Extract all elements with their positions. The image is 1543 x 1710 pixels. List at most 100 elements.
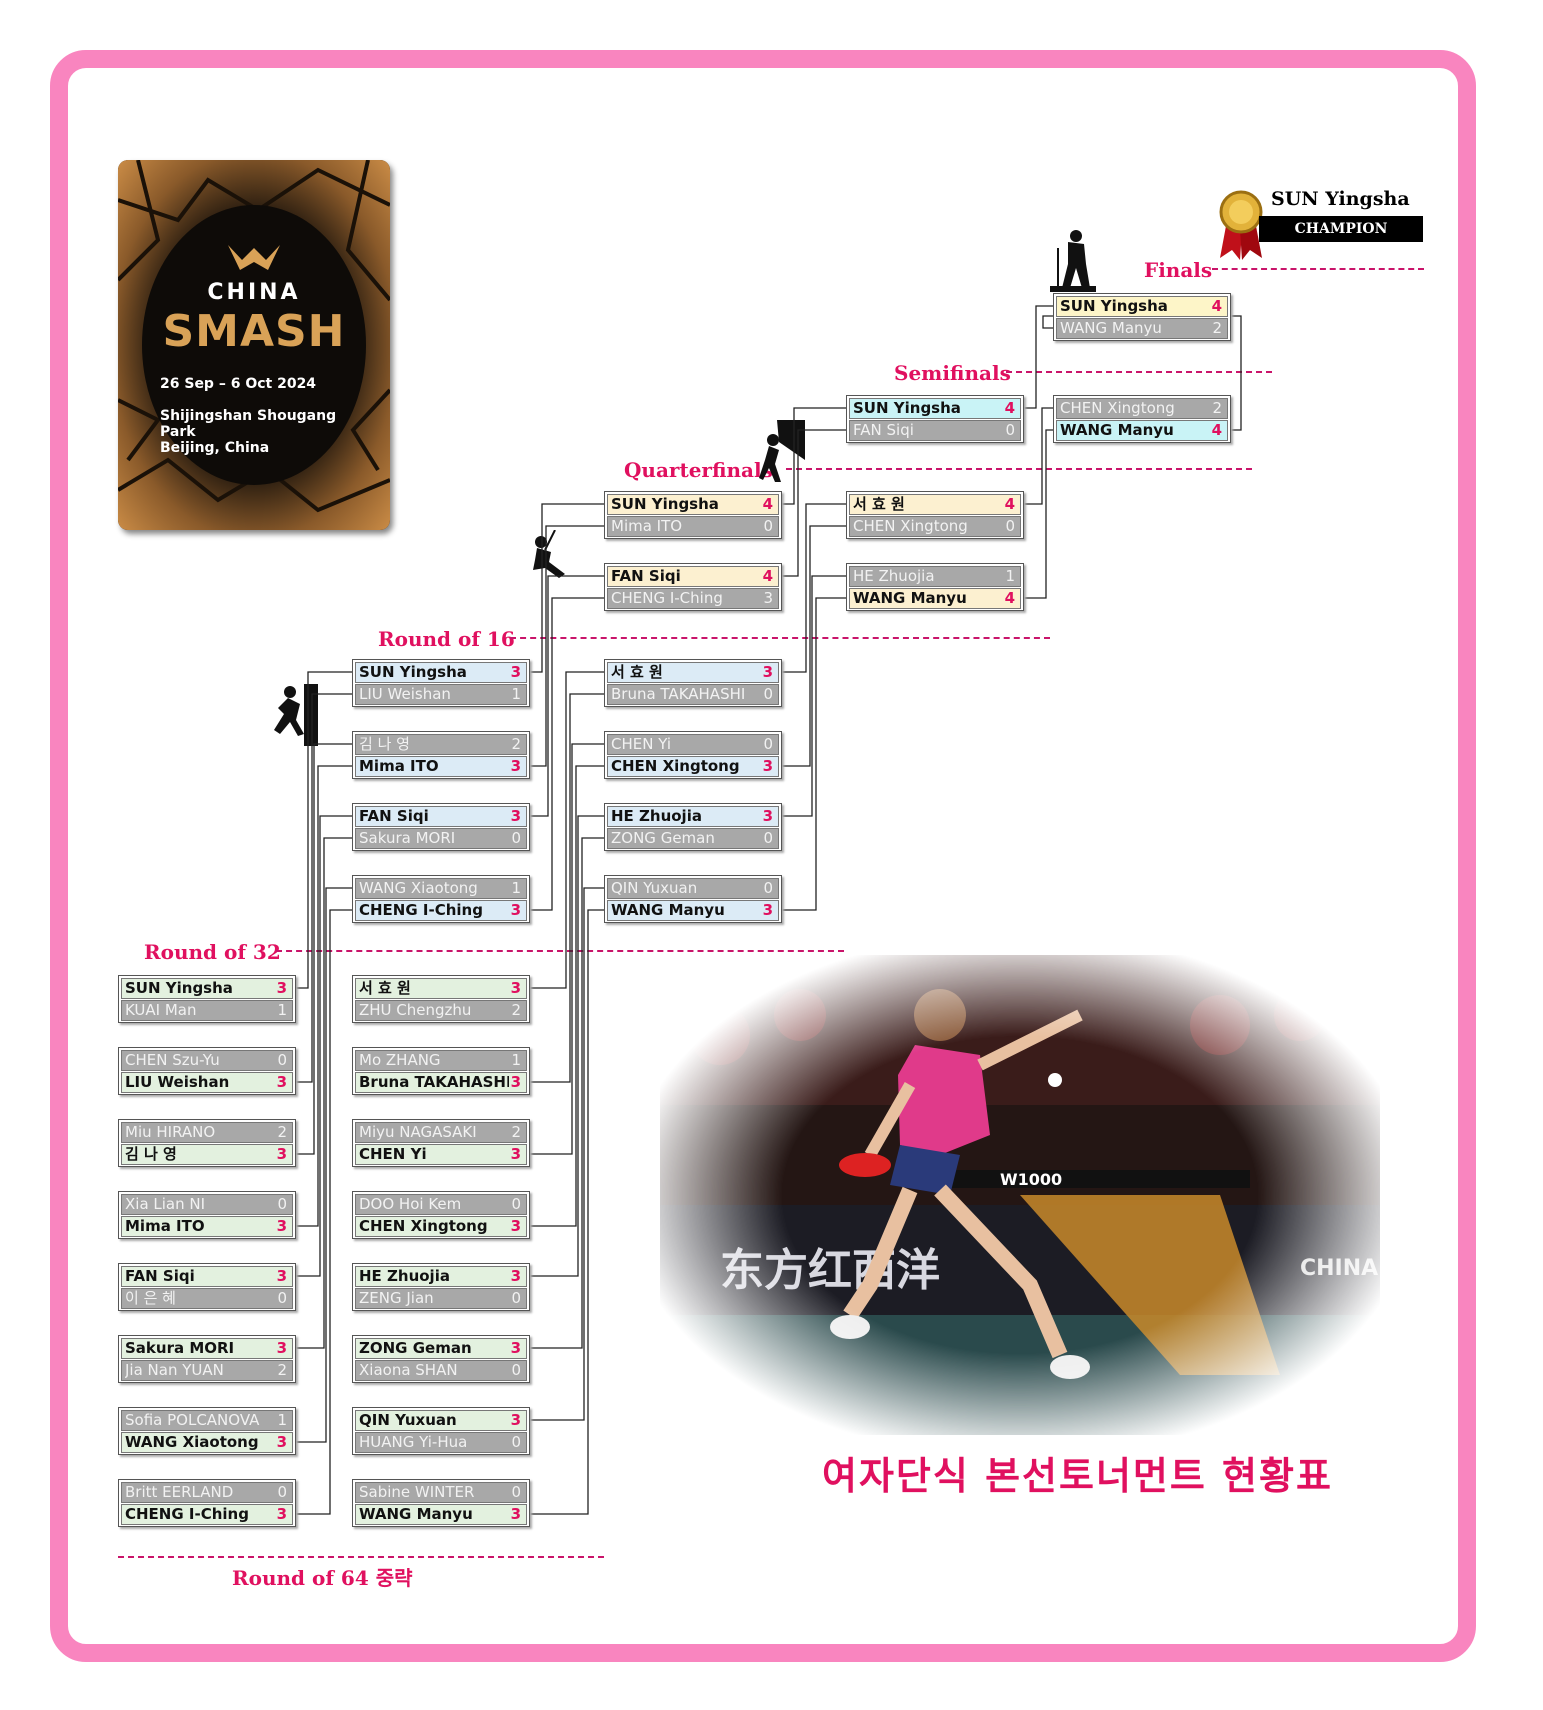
player-score: 0	[763, 879, 773, 897]
connector-line	[782, 429, 846, 577]
player-score: 3	[510, 979, 521, 997]
player-name: WANG Manyu	[1060, 319, 1162, 337]
player-row: Sabine WINTER 0	[355, 1482, 527, 1503]
climber-summit-icon	[1050, 230, 1096, 292]
player-name: Bruna TAKAHASHI	[359, 1073, 509, 1091]
player-score: 3	[510, 1073, 521, 1091]
player-name: 김 나 영	[125, 1145, 177, 1163]
label-round-of-32: Round of 32	[144, 940, 281, 964]
player-name: WANG Manyu	[359, 1505, 473, 1523]
player-name: CHENG I-Ching	[359, 901, 483, 919]
player-name: HE Zhuojia	[359, 1267, 450, 1285]
player-name: Miu HIRANO	[125, 1123, 216, 1141]
player-score: 3	[276, 979, 287, 997]
player-name: 이 은 혜	[125, 1289, 176, 1307]
connector-line	[530, 503, 604, 673]
player-name: SUN Yingsha	[611, 495, 719, 513]
player-name: LIU Weishan	[125, 1073, 230, 1091]
label-finals: Finals	[1144, 258, 1213, 282]
player-score: 3	[762, 663, 773, 681]
player-score: 0	[763, 829, 773, 847]
connector-line	[530, 671, 604, 989]
player-name: 서 효 원	[359, 979, 411, 997]
player-score: 4	[762, 567, 773, 585]
player-name: WANG Manyu	[853, 589, 967, 607]
player-row: WANG Manyu 2	[1056, 318, 1228, 339]
player-name: Sakura MORI	[359, 829, 456, 847]
player-score: 2	[1212, 319, 1222, 337]
player-name: CHEN Xingtong	[853, 517, 968, 535]
climber-icon-qf	[533, 530, 565, 578]
player-name: WANG Xiaotong	[125, 1433, 259, 1451]
connector-line	[782, 597, 846, 911]
player-score: 3	[510, 1505, 521, 1523]
player-score: 0	[763, 517, 773, 535]
player-score: 3	[276, 1073, 287, 1091]
player-row: 서 효 원 3	[355, 978, 527, 999]
player-name: FAN Siqi	[611, 567, 681, 585]
player-score: 3	[276, 1505, 287, 1523]
player-score: 0	[763, 685, 773, 703]
player-name: Sabine WINTER	[359, 1483, 475, 1501]
player-score: 0	[277, 1289, 287, 1307]
player-name: Jia Nan YUAN	[125, 1361, 224, 1379]
player-score: 3	[276, 1339, 287, 1357]
connector-line	[296, 743, 352, 1155]
player-score: 4	[1004, 399, 1015, 417]
player-name: ZONG Geman	[359, 1339, 472, 1357]
connector-line	[530, 525, 604, 767]
logo-brand-line1: CHINA	[207, 280, 301, 305]
connector-line	[296, 909, 352, 1515]
player-name: Britt EERLAND	[125, 1483, 234, 1501]
player-name: Mo ZHANG	[359, 1051, 441, 1069]
connector-line	[296, 815, 352, 1277]
connector-line	[296, 887, 352, 1443]
player-score: 1	[277, 1001, 287, 1019]
player-row: LIU Weishan 3	[121, 1072, 293, 1093]
player-score: 0	[277, 1483, 287, 1501]
player-name: SUN Yingsha	[1060, 297, 1168, 315]
venue-line2: Beijing, China	[160, 440, 270, 456]
player-score: 0	[511, 1483, 521, 1501]
player-score: 2	[1212, 399, 1222, 417]
player-score: 4	[1004, 495, 1015, 513]
player-name: LIU Weishan	[359, 685, 451, 703]
player-name: CHEN Yi	[359, 1145, 427, 1163]
player-score: 3	[276, 1267, 287, 1285]
player-score: 3	[510, 1217, 521, 1235]
player-name: CHEN Yi	[611, 735, 672, 753]
player-name: HE Zhuojia	[853, 567, 935, 585]
round-of-32-guide	[276, 950, 844, 952]
player-name: HE Zhuojia	[611, 807, 702, 825]
player-name: CHEN Xingtong	[359, 1217, 488, 1235]
